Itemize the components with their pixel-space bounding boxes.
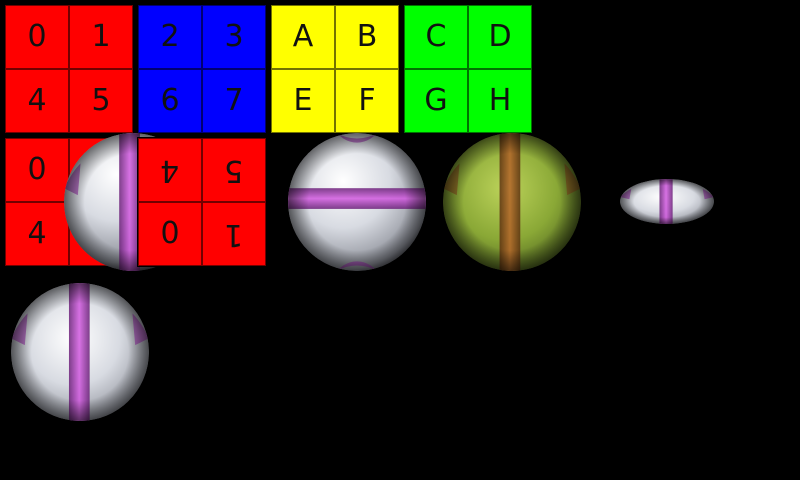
texture-cell: 1 xyxy=(69,5,133,69)
texture-cell: 4 xyxy=(5,202,69,266)
texture-glyph: 1 xyxy=(224,217,244,252)
textured-sphere xyxy=(11,283,149,421)
texture-cell: 5 xyxy=(69,69,133,133)
blue-texture-block: 2 3 6 7 xyxy=(137,4,267,134)
texture-cell: 0 xyxy=(5,138,69,202)
sphere-graphic xyxy=(443,133,581,271)
texture-cell: 4 xyxy=(138,138,202,202)
texture-cell: D xyxy=(468,5,532,69)
texture-glyph: 0 xyxy=(160,216,180,251)
texture-glyph: 5 xyxy=(224,153,244,188)
green-texture-block: C D G H xyxy=(403,4,533,134)
texture-cell: 2 xyxy=(138,5,202,69)
sphere-graphic xyxy=(288,133,426,271)
texture-cell: 0 xyxy=(138,202,202,266)
textured-sphere xyxy=(288,133,426,271)
sphere-graphic xyxy=(620,179,714,224)
texture-cell: 4 xyxy=(5,69,69,133)
texture-cell: B xyxy=(335,5,399,69)
texture-cell: A xyxy=(271,5,335,69)
texture-cell: E xyxy=(271,69,335,133)
texture-cell: 7 xyxy=(202,69,266,133)
squashed-sphere xyxy=(620,179,714,224)
textured-sphere xyxy=(443,133,581,271)
texture-cell: G xyxy=(404,69,468,133)
texture-cell: F xyxy=(335,69,399,133)
texture-cell: 0 xyxy=(5,5,69,69)
red-texture-block: 0 1 4 5 xyxy=(4,4,134,134)
texture-cell: 5 xyxy=(202,138,266,202)
texture-cell: 3 xyxy=(202,5,266,69)
red-texture-block-3: 4 5 0 1 xyxy=(137,137,267,267)
texture-cell: 6 xyxy=(138,69,202,133)
sphere-graphic xyxy=(11,283,149,421)
texture-glyph: 4 xyxy=(160,153,180,188)
yellow-texture-block: A B E F xyxy=(270,4,400,134)
texture-cell: 1 xyxy=(202,202,266,266)
texture-cell: C xyxy=(404,5,468,69)
texture-cell: H xyxy=(468,69,532,133)
